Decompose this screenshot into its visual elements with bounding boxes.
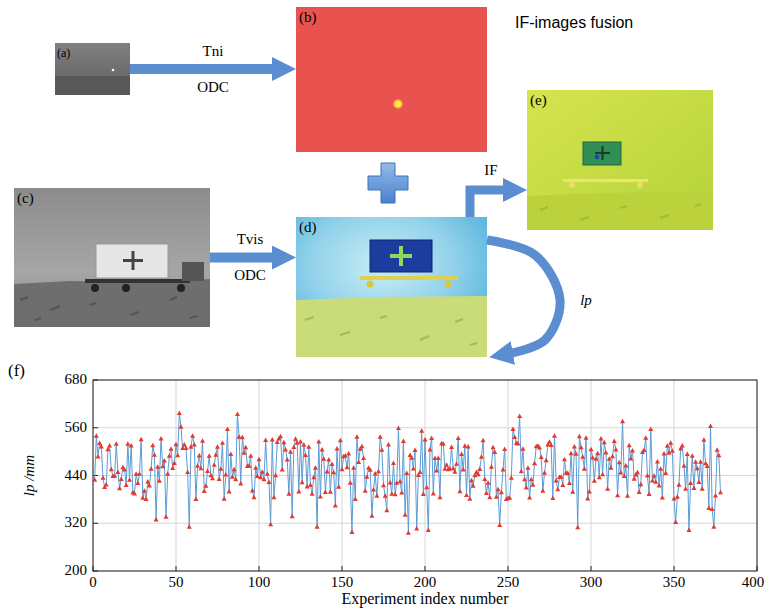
panel-e-image	[527, 90, 713, 230]
panel-label: (d)	[299, 219, 317, 236]
flow-arrow	[130, 64, 279, 74]
figure-title: IF-images fusion	[515, 14, 633, 32]
tick-label: 150	[331, 574, 354, 591]
label-wrap: 680	[65, 371, 88, 388]
label-wrap: Experiment index number	[341, 590, 508, 608]
axis-title: Experiment index number	[341, 590, 508, 608]
label-wrap: 560	[65, 419, 88, 436]
plus-symbol	[368, 163, 408, 203]
label-wrap: 0	[89, 574, 97, 591]
label-wrap: lp /mm	[21, 455, 38, 496]
label-wrap: 50	[169, 574, 184, 591]
label-wrap: 300	[580, 574, 603, 591]
axis-title: lp /mm	[21, 455, 38, 496]
arrow-label-wrap: lp	[571, 290, 601, 310]
plot-frame	[93, 380, 757, 571]
label-wrap: 350	[663, 574, 686, 591]
flow-arrow	[487, 240, 560, 354]
arrow-label: lp	[571, 290, 601, 310]
panel-label: (a)	[57, 47, 70, 60]
flow-arrow	[210, 253, 279, 263]
tick-label: 250	[497, 574, 520, 591]
panel-b-image	[296, 7, 487, 152]
arrow-label-wrap: Tvis ODC	[227, 221, 273, 293]
label-wrap: 150	[331, 574, 354, 591]
arrow-label-wrap: Tni ODC	[190, 33, 236, 105]
arrow-label: IF	[476, 160, 506, 180]
tick-label: 200	[65, 562, 88, 579]
panel-label: (c)	[17, 190, 34, 207]
chart-panel: (f)	[0, 360, 770, 611]
label-wrap: 100	[248, 574, 271, 591]
panel-a-image	[55, 43, 130, 95]
tick-label: 300	[580, 574, 603, 591]
tick-label: 350	[663, 574, 686, 591]
panel-label: (e)	[530, 92, 547, 109]
arrow-label: Tvis ODC	[227, 221, 273, 293]
tick-label: 400	[742, 574, 765, 591]
tick-label: 100	[248, 574, 271, 591]
arrow-label: Tni ODC	[190, 33, 236, 105]
flow-arrow	[470, 190, 510, 217]
label-wrap: 440	[65, 467, 88, 484]
tick-label: 560	[65, 419, 88, 436]
panel-d-image	[296, 217, 487, 357]
tick-label: 0	[89, 574, 97, 591]
data-markers	[92, 411, 723, 535]
title-wrap: IF-images fusion	[515, 14, 633, 32]
arrow-label-wrap: IF	[476, 160, 506, 180]
tick-label: 440	[65, 467, 88, 484]
label-wrap: 200	[414, 574, 437, 591]
image-panel: (e)	[527, 90, 713, 230]
label-wrap: 200	[65, 562, 88, 579]
tick-label: 200	[414, 574, 437, 591]
image-panel: (d)	[296, 217, 487, 357]
tick-label: 320	[65, 514, 88, 531]
grid	[93, 380, 757, 571]
panel-label: (b)	[299, 9, 317, 26]
data-line	[95, 413, 721, 533]
tick-label: 50	[169, 574, 184, 591]
panel-c-image	[14, 188, 210, 327]
image-panel: (a)	[55, 43, 130, 95]
label-wrap: 400	[742, 574, 765, 591]
tick-marks	[93, 380, 757, 571]
label-wrap: 250	[497, 574, 520, 591]
panel-label: (f)	[8, 362, 25, 381]
label-wrap: 320	[65, 514, 88, 531]
tick-label: 680	[65, 371, 88, 388]
image-panel: (b)	[296, 7, 487, 152]
image-panel: (c)	[14, 188, 210, 327]
